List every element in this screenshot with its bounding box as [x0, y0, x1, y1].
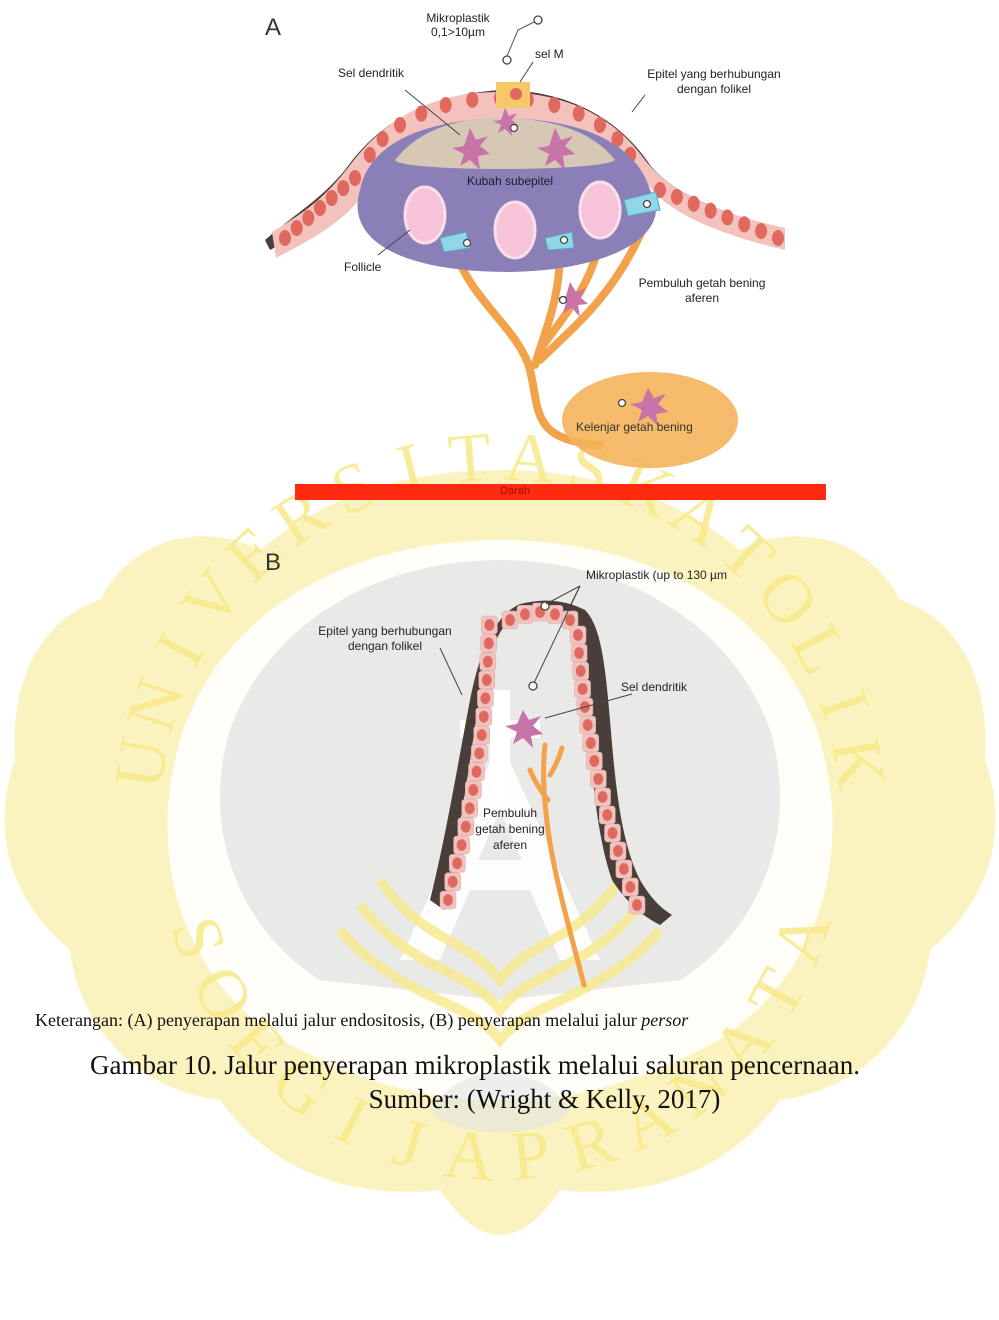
villus-nucleus [480, 692, 490, 704]
figure-note: Keterangan: (A) penyerapan melalui jalur… [35, 1010, 999, 1031]
epithelium-label-b: Epitel yang berhubungan dengan folikel [305, 624, 465, 654]
figure-source: Sumber: (Wright & Kelly, 2017) [0, 1084, 999, 1115]
figure-note-italic: persor [641, 1010, 688, 1030]
villus-nucleus [574, 647, 584, 659]
villus-nucleus [550, 608, 560, 620]
villus-nucleus [573, 629, 583, 641]
villus-nucleus [565, 614, 575, 626]
villus-nucleus [477, 729, 487, 741]
villus-outline [430, 601, 672, 925]
villus-nucleus [474, 747, 484, 759]
villus-nucleus [472, 766, 482, 778]
dendritic-cell-b [505, 710, 543, 748]
villus-nucleus [578, 683, 588, 695]
villus-nucleus [583, 719, 593, 731]
microplastic-label-b: Mikroplastik (up to 130 µm [586, 568, 727, 582]
villus-nucleus [452, 857, 462, 869]
villus-nucleus [632, 899, 642, 911]
dendritic-cell-label-b: Sel dendritik [621, 680, 687, 694]
villus-nucleus [586, 737, 596, 749]
villus-nucleus [520, 608, 530, 620]
villus-nucleus [598, 791, 608, 803]
panel-b-letter: B [265, 549, 281, 577]
villus-nucleus [589, 755, 599, 767]
villus-nucleus [576, 665, 586, 677]
villus-nucleus [468, 784, 478, 796]
villus-nucleus [484, 619, 494, 631]
villus-nucleus [479, 711, 489, 723]
villus-nucleus [608, 827, 618, 839]
villus-nucleus [505, 614, 515, 626]
villus-nucleus [482, 674, 492, 686]
villus-nucleus [484, 637, 494, 649]
figure-title: Gambar 10. Jalur penyerapan mikroplastik… [90, 1050, 999, 1081]
villus-nucleus [443, 894, 453, 906]
villus-nucleus [619, 863, 629, 875]
lymph-vessel-label-b: Pembuluh getah bening aferen [462, 805, 558, 853]
villus-nucleus [625, 881, 635, 893]
villus-nucleus [483, 656, 493, 668]
figure-note-text: Keterangan: (A) penyerapan melalui jalur… [35, 1010, 641, 1030]
villus-nucleus [593, 773, 603, 785]
villus-nucleus [602, 809, 612, 821]
villus-nucleus [613, 845, 623, 857]
villus-nucleus [448, 876, 458, 888]
lymph-vessel-b [530, 745, 584, 985]
